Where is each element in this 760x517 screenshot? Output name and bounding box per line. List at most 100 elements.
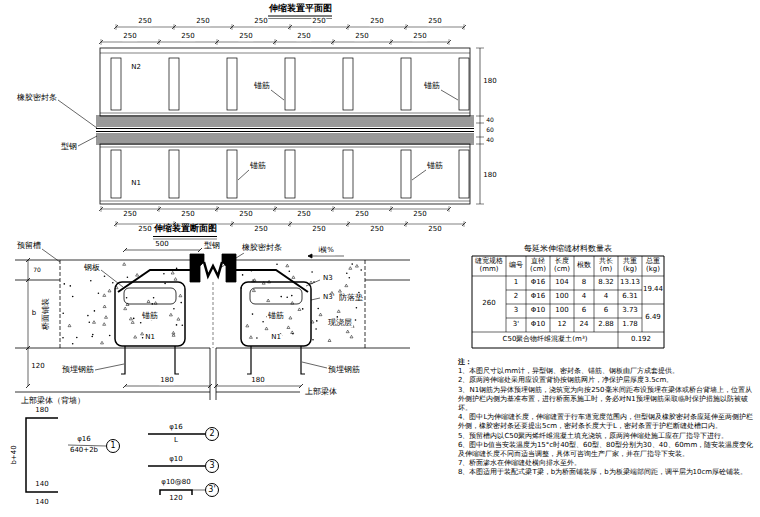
table-cell: Φ10 [526,318,550,332]
callout-number: 3 [209,462,214,470]
slope-mark: i横% [317,247,335,255]
section-view-line [26,278,30,282]
plan-detail-line [476,137,484,138]
callout-number: 1 [110,442,115,450]
concrete-hatch-line [169,313,172,316]
rebar-spec: φ10@80 [160,479,191,487]
part-label: 锚筋 [249,162,267,171]
concrete-hatch-line [171,271,174,274]
section-view-line [15,280,60,281]
rebar-mark: N1 [270,334,282,342]
dimension: 250 [296,211,311,219]
concrete-hatch-line [68,324,71,327]
plan-detail-line [406,221,407,227]
dimension: 120 [30,363,45,371]
table-cell: 12 [550,318,574,332]
dimension: 180 [482,172,497,180]
plan-view-line [100,53,470,54]
table-cell: 1 [506,276,526,290]
section-view-line [123,248,127,252]
plan-detail-line [464,221,465,227]
plan-detail-line [449,206,450,212]
concrete-hatch-line [136,274,139,277]
concrete-hatch-line [311,320,314,323]
plan-detail-line [476,48,484,49]
section-view-line [236,260,410,261]
plan-detail-line [331,207,335,211]
table-grid-line [618,256,619,348]
section-view-line [124,288,176,304]
plan-view-line [480,48,481,204]
section-view-line [125,250,200,251]
plan-detail-line [447,40,451,44]
concrete-hatch-line [176,324,178,326]
plan-detail-line [333,39,334,45]
dimension: 250 [137,18,152,26]
concrete-hatch-line [172,331,175,334]
notes-block: 注：1、本图尺寸以mm计，异型钢、密封条、锚筋、钢板由厂方成套提供。2、原两跨伸… [458,358,756,478]
rebar-mark: N1 [130,180,142,188]
callout-circle: 3 [205,459,219,473]
concrete-hatch-line [163,273,165,275]
table-grid-line [574,256,575,332]
concrete-hatch-line [256,337,258,339]
plan-detail-line [215,40,219,44]
dimension: 250 [412,211,427,219]
section-view-line [299,384,303,388]
rebar-sketches-line [192,490,205,491]
concrete-hatch-line [103,323,106,326]
plan-detail-line [215,207,219,211]
concrete-hatch-line [268,280,271,283]
concrete-hatch-line [262,321,264,323]
rebar-mark: N3 [322,275,334,283]
plan-detail-line [343,150,353,198]
concrete-hatch-line [109,335,111,337]
dimension: 250 [137,226,152,234]
plan-detail-line [96,138,474,139]
concrete-hatch-line [252,289,255,292]
dimension: 250 [427,226,442,234]
concrete-hatch-line [355,265,358,268]
plan-detail-line [348,221,349,227]
dimension: 70 [32,267,42,274]
concrete-hatch-line [337,316,339,318]
section-view-line [214,384,218,388]
plan-detail-line [404,222,408,226]
plan-detail-line [348,24,349,30]
plan-detail-line [447,207,451,211]
section-view-line [222,254,236,282]
dimension: 500 [154,241,169,249]
callout-circle: 2 [205,427,219,441]
table-grid [472,256,664,348]
concrete-hatch-line [252,313,254,315]
plan-detail-line [101,39,102,45]
table-cell: 19.44 [642,276,664,304]
plan-detail-line [389,40,393,44]
concrete-hatch-line [289,316,292,319]
table-cell: 长度(cm) [550,256,574,276]
concrete-hatch-line [89,322,91,324]
dimension: 250 [354,33,369,41]
concrete-hatch-line [337,310,340,313]
rebar-spec: φ16 [168,424,184,432]
table-cell: 6.31 [618,290,642,304]
concrete-hatch-line [94,310,96,312]
part-label: 锚筋 [141,312,159,321]
rebar-spec: φ16 [76,436,92,444]
plan-detail-line [159,39,160,45]
section-view-line [42,249,60,262]
plan-detail-line [96,122,474,123]
section-view-line [60,260,61,348]
plan-detail-line [217,39,218,45]
concrete-hatch-line [101,341,104,344]
table-cell: 2 [506,290,526,304]
table-grid-line [472,256,664,257]
concrete-hatch-line [302,308,304,310]
plan-detail-line [227,150,237,198]
plan-detail-line [217,206,218,212]
plan-view-line [58,100,97,128]
dimension: 250 [354,211,369,219]
part-label: 橡胶密封条 [16,94,58,103]
concrete-hatch-line [62,337,64,339]
section-view-line [175,346,179,374]
